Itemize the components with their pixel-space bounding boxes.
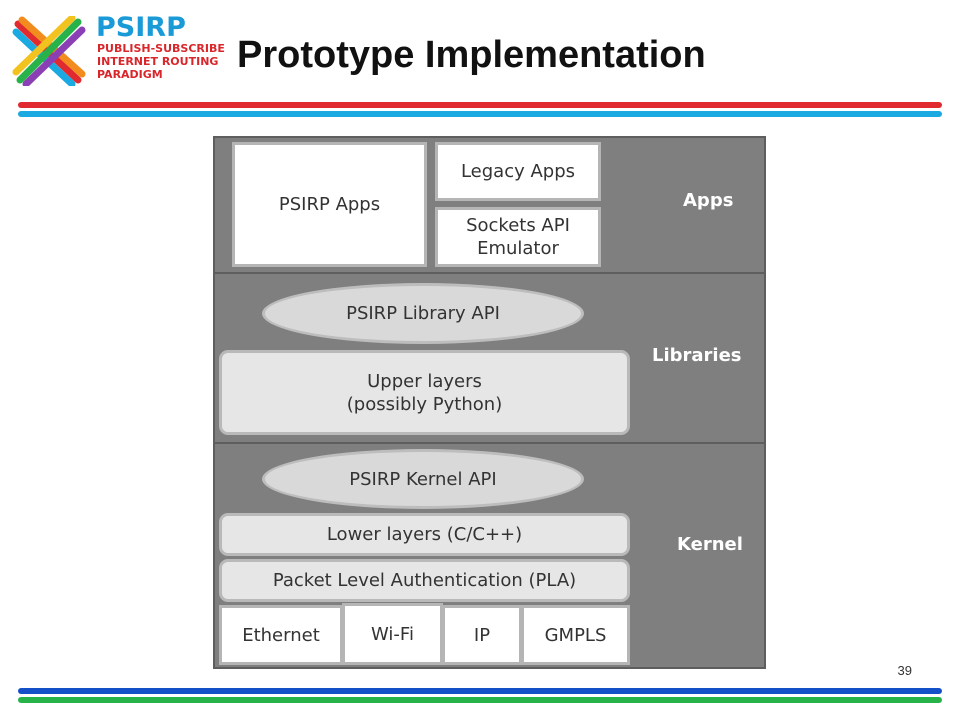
libraries-layer-label: Libraries xyxy=(652,345,742,366)
apps-layer-label: Apps xyxy=(683,190,734,211)
legacy-apps-box: Legacy Apps xyxy=(435,142,601,201)
psirp-kernel-api-ellipse: PSIRP Kernel API xyxy=(262,449,584,509)
sockets-api-line-1: Sockets API xyxy=(466,215,570,236)
top-rule-cyan xyxy=(18,111,942,117)
ethernet-box: Ethernet xyxy=(219,605,343,665)
sockets-api-line-2: Emulator xyxy=(477,238,559,259)
upper-layers-line-1: Upper layers xyxy=(367,370,482,392)
upper-layers-box: Upper layers (possibly Python) xyxy=(219,350,630,435)
page-title: Prototype Implementation xyxy=(237,34,706,76)
ip-box: IP xyxy=(442,605,522,665)
gmpls-box: GMPLS xyxy=(521,605,630,665)
wifi-box: Wi-Fi xyxy=(342,603,443,665)
psirp-logo-icon xyxy=(12,16,86,86)
top-rule-red xyxy=(18,102,942,108)
logo-tagline-1: PUBLISH-SUBSCRIBE xyxy=(97,42,225,55)
psirp-library-api-ellipse: PSIRP Library API xyxy=(262,283,584,344)
logo-tagline-2: INTERNET ROUTING xyxy=(97,55,219,68)
bottom-rule-blue xyxy=(18,688,942,694)
logo-tagline-3: PARADIGM xyxy=(97,68,163,81)
page-number: 39 xyxy=(897,663,912,678)
psirp-apps-box: PSIRP Apps xyxy=(232,142,427,267)
pla-box: Packet Level Authentication (PLA) xyxy=(219,559,630,602)
kernel-layer-label: Kernel xyxy=(677,534,743,555)
sockets-api-emulator-box: Sockets API Emulator xyxy=(435,207,601,267)
upper-layers-line-2: (possibly Python) xyxy=(346,393,503,415)
bottom-rule-green xyxy=(18,697,942,703)
lower-layers-box: Lower layers (C/C++) xyxy=(219,513,630,556)
logo-wordmark: PSIRP xyxy=(96,12,186,43)
